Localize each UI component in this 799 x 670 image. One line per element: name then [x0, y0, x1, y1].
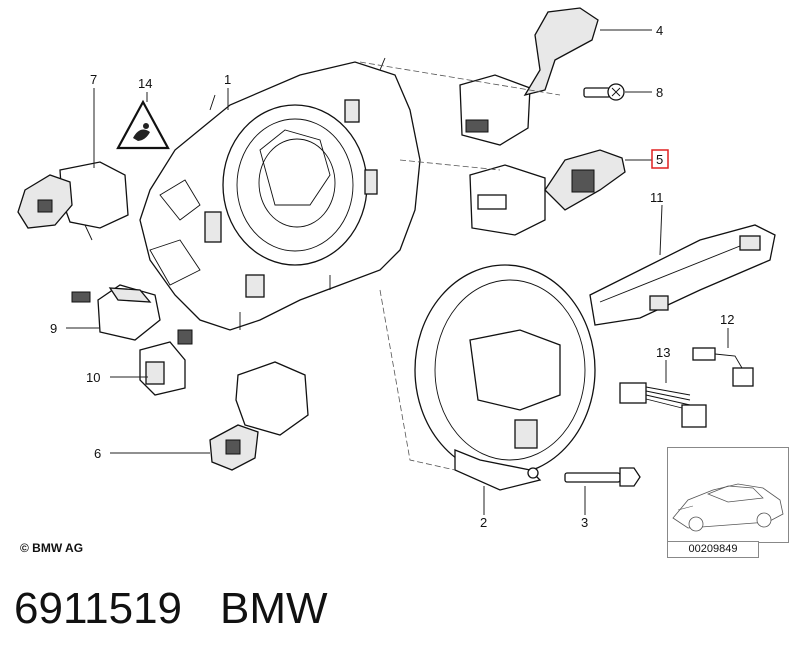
switch-module-9	[71, 284, 161, 341]
copyright-notice: © BMW AG	[20, 541, 84, 555]
callout-3: 3	[581, 515, 588, 530]
screw-8	[583, 83, 625, 101]
callout-2: 2	[480, 515, 487, 530]
wiper-stalk-switch	[459, 7, 599, 146]
callout-labels: 1 7 14 4 8 5 11 9 10 6 12 13 2 3	[50, 23, 734, 530]
callout-12: 12	[720, 312, 734, 327]
part-caption: 6911519 BMW	[14, 584, 328, 634]
left-stalk-switch	[17, 161, 129, 241]
callout-4: 4	[656, 23, 663, 38]
wiring-harness-13	[619, 382, 707, 428]
control-module-bar	[589, 224, 776, 326]
leader-lines	[66, 29, 729, 515]
bolt-3	[564, 467, 641, 487]
assembly-guide-lines	[359, 61, 561, 471]
callout-13: 13	[656, 345, 670, 360]
warning-triangle-icon	[116, 99, 170, 150]
callout-6: 6	[94, 446, 101, 461]
callout-14: 14	[138, 76, 152, 91]
steering-column-housing	[139, 57, 421, 331]
callout-11: 11	[650, 190, 664, 205]
part-number: 6911519	[14, 584, 183, 633]
lower-stalk-switch	[209, 361, 309, 471]
vehicle-thumbnail	[667, 447, 789, 543]
callout-9: 9	[50, 321, 57, 336]
callout-5-highlight-box	[651, 149, 669, 169]
brand-name: BMW	[220, 584, 328, 633]
indicator-stalk-switch	[469, 149, 626, 236]
connector-12	[692, 347, 754, 387]
document-number: 00209849	[667, 541, 759, 558]
callout-1: 1	[224, 72, 231, 87]
callout-7: 7	[90, 72, 97, 87]
callout-5: 5	[656, 152, 663, 167]
car-outline-icon	[672, 483, 784, 532]
callout-10: 10	[86, 370, 100, 385]
switch-module-10	[139, 329, 193, 396]
callout-8: 8	[656, 85, 663, 100]
clock-spring-ring	[414, 264, 596, 491]
